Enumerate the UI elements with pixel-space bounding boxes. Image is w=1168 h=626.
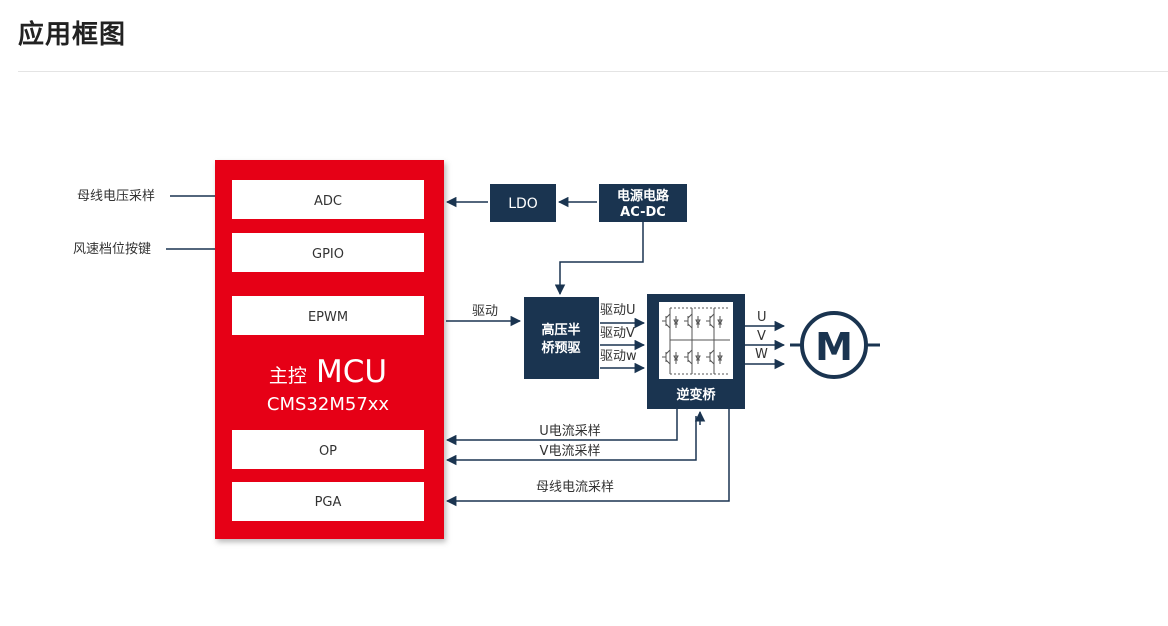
igbt-bridge-icon (662, 307, 730, 375)
inverter-label: 逆变桥 (676, 387, 716, 403)
mcu-model: CMS32M57xx (267, 394, 390, 415)
predriver-block (524, 297, 599, 379)
op-module (232, 430, 424, 469)
page-title: 应用框图 (18, 20, 127, 50)
epwm-module (232, 296, 424, 335)
adc-label: ADC (314, 194, 342, 209)
ldo-block (490, 184, 556, 222)
u-current-feedback-arrow (445, 409, 678, 446)
fan-speed-button-label: 风速档位按键 (73, 242, 151, 257)
drive-u-label: 驱动U (600, 303, 636, 318)
mcu-title-main: MCU (316, 354, 387, 390)
phase-v-label: V (757, 329, 766, 344)
predriver-label-1: 高压半 (541, 322, 580, 338)
bus-current-label: 母线电流采样 (536, 480, 614, 495)
mcu-title: 主控 MCU (269, 354, 387, 390)
v-current-feedback-line (445, 416, 697, 466)
epwm-label: EPWM (308, 310, 348, 325)
v-current-label: V电流采样 (540, 444, 601, 459)
pga-label: PGA (315, 495, 342, 510)
power-supply-label-1: 电源电路 (617, 188, 670, 204)
op-label: OP (319, 444, 337, 459)
pga-module (232, 482, 424, 521)
mcu-block (215, 160, 444, 539)
u-current-label: U电流采样 (539, 424, 601, 439)
mcu-title-prefix: 主控 (269, 365, 307, 387)
bus-current-feedback-arrow (445, 409, 730, 507)
motor-label: M (815, 325, 853, 369)
predriver-label-2: 桥预驱 (541, 340, 580, 356)
drive-v-label: 驱动V (600, 326, 635, 341)
motor-icon (790, 311, 880, 379)
drive-w-label: 驱动w (600, 349, 637, 364)
title-divider (18, 71, 1168, 72)
ldo-label: LDO (508, 196, 538, 212)
phase-w-label: W (755, 347, 768, 362)
power-supply-block (599, 184, 687, 222)
gpio-label: GPIO (312, 247, 344, 262)
bus-voltage-sampling-label: 母线电压采样 (77, 189, 155, 204)
power-supply-label-2: AC-DC (620, 205, 666, 220)
power-to-predriver-arrow (554, 222, 644, 296)
adc-module (232, 180, 424, 219)
phase-u-label: U (757, 310, 767, 325)
gpio-module (232, 233, 424, 272)
drive-label: 驱动 (472, 304, 498, 319)
